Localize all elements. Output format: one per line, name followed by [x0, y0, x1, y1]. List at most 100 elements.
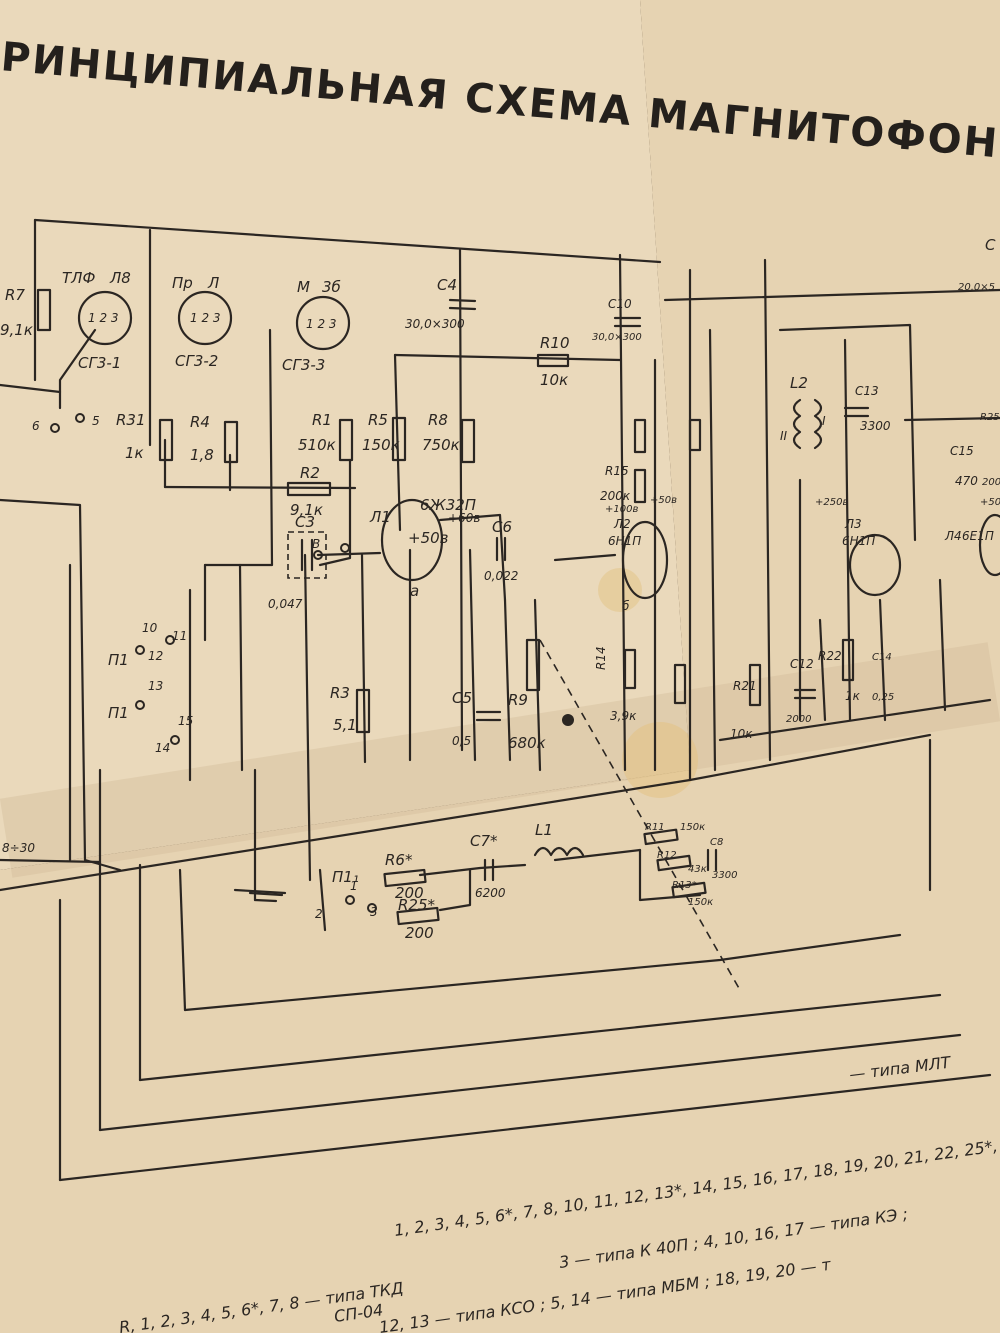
capacitor-plates [483, 858, 495, 882]
resistor-ref: R31 [116, 411, 146, 429]
right-label: +50 [980, 497, 1000, 508]
resistor-value: 750к [422, 436, 460, 454]
resistor-value: 200 [405, 924, 434, 942]
paper-stain-2 [598, 568, 642, 612]
resistor-ref: R21 [733, 679, 757, 693]
resistor-value: 150к [362, 436, 400, 454]
switch-pin: 14 [155, 741, 170, 755]
resistor-ref: R5 [368, 411, 388, 429]
resistor-value: 510к [298, 436, 336, 454]
switch-label: П1₁ [332, 868, 359, 886]
capacitor-ref: C7* [470, 832, 498, 850]
resistor-box [223, 420, 239, 464]
tube-ref: Л2 [613, 517, 631, 531]
resistor-ref: R9 [508, 691, 528, 709]
switch-pin: 2 [315, 907, 323, 921]
switch-contact [313, 550, 323, 560]
tube-l3 [848, 533, 902, 597]
capacitor-ref: C14 [872, 652, 892, 663]
resistor-box [633, 468, 647, 504]
resistor-box [633, 418, 647, 454]
switch-contact [345, 895, 355, 905]
capacitor-ref: C13 [855, 384, 879, 398]
connector-m [295, 295, 351, 351]
switch-contacts [50, 413, 377, 913]
capacitor-value: 0,25 [872, 692, 894, 703]
tube-type: 6Н1П [608, 534, 641, 548]
resistor-box [688, 418, 702, 452]
ground-symbol [248, 891, 284, 903]
tubes [380, 498, 1000, 600]
capacitor-plates [495, 536, 507, 562]
connector-type: СГ3-2 [175, 352, 218, 370]
capacitor-value: 470 [955, 474, 978, 488]
resistor-value: 150к [688, 897, 713, 908]
capacitor-plates [475, 710, 502, 722]
tube-ref: Л4 [944, 529, 962, 543]
resistor-box [673, 663, 687, 705]
switch-pin: 10 [142, 621, 158, 635]
tube-type: 6Ж32П [420, 496, 476, 514]
resistor-box [355, 688, 371, 734]
resistor-box [460, 418, 476, 464]
resistor-value: 1к [845, 689, 861, 703]
resistor-ref: R8 [428, 411, 448, 429]
resistor-ref: R4 [190, 413, 210, 431]
resistor-ref: R2 [300, 464, 320, 482]
capacitors [287, 298, 870, 882]
resistor-box [338, 418, 354, 462]
capacitor-ref: C10 [608, 297, 632, 311]
connector-name: М [297, 278, 310, 296]
paper-left-page [0, 0, 690, 870]
switch-label: П1 [108, 704, 129, 722]
tube-l2 [621, 520, 669, 600]
voltage-label: +250в [815, 497, 848, 508]
resistor-box [643, 828, 679, 846]
resistor-value: 1к [125, 444, 144, 462]
resistor-ref: R6* [385, 851, 413, 869]
capacitor-value: 6200 [475, 886, 506, 900]
connector-pins: 1 2 3 [306, 317, 337, 331]
capacitor-ref: C8 [710, 837, 723, 848]
capacitor-ref: C15 [950, 444, 974, 458]
resistor-value: 10к [540, 371, 568, 389]
connector-pins: 1 2 3 [190, 311, 221, 325]
inductor-winding: II [780, 429, 788, 443]
capacitor-value: 30,0×300 [405, 317, 465, 331]
connector-pin-label: Л [207, 274, 219, 292]
wiring [0, 218, 1000, 1182]
resistor-box [383, 868, 427, 888]
switch-pin: 11 [172, 629, 187, 643]
connector-type: СГ3-1 [78, 354, 121, 372]
resistor-ref: R25* [398, 896, 436, 914]
capacitor-value: 30,0×300 [592, 332, 642, 343]
tube-pin-b: б [622, 599, 630, 613]
connector-slf [77, 290, 133, 346]
capacitor-ref: C5 [452, 689, 472, 707]
switch-contact [50, 423, 60, 433]
resistor-box [656, 854, 692, 872]
resistor-box [671, 881, 707, 899]
resistor-value: 9,1к [290, 501, 323, 519]
resistor-value: 200к [600, 489, 631, 503]
switch-contact [135, 645, 145, 655]
voltage-label: +100в [605, 504, 638, 515]
resistor-value: 5,1 [333, 716, 357, 734]
switch-pin: 5 [92, 414, 100, 428]
capacitor-value: 3300 [712, 870, 737, 881]
resistor-box [36, 288, 52, 332]
resistors [36, 288, 855, 926]
potentiometer-dot [562, 714, 574, 726]
resistor-box [525, 638, 541, 692]
switch-contact [170, 735, 180, 745]
switch-pin: 13 [148, 679, 163, 693]
right-label: R25 [980, 412, 1000, 423]
capacitor-plates [300, 538, 314, 572]
inductor-winding: I [822, 414, 826, 428]
capacitor-plates [843, 406, 870, 418]
connectors [77, 290, 351, 351]
capacitor-plates [706, 848, 718, 872]
connector-type: СГ3-3 [282, 356, 325, 374]
tube-ref: Л3 [844, 517, 862, 531]
